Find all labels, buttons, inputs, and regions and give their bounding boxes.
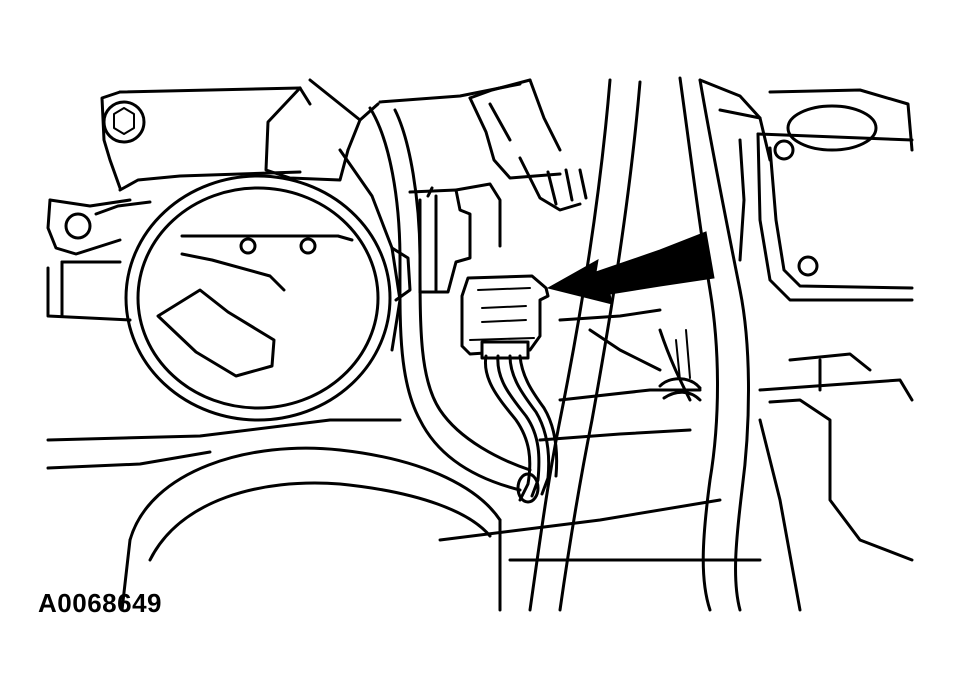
arrow-pointer-icon	[546, 231, 715, 305]
wire-harness	[483, 354, 559, 504]
cable-bundle	[468, 78, 588, 212]
lower-hose	[120, 446, 502, 612]
left-bracket	[46, 198, 152, 322]
diagonal-pipes	[528, 76, 750, 612]
intake-tube	[264, 78, 380, 182]
electrical-connector-icon	[460, 274, 550, 360]
lower-right-structure	[758, 352, 914, 612]
background-ducting	[46, 308, 762, 562]
right-manifold	[718, 104, 914, 302]
hose-clamp	[658, 329, 702, 402]
vacuum-hose-left	[368, 106, 532, 492]
sensor-mount	[408, 182, 502, 294]
figure-id-label: A0068649	[38, 588, 162, 618]
throttle-body	[118, 148, 412, 422]
throttle-plate	[156, 234, 354, 378]
housing-bolt	[102, 100, 146, 144]
